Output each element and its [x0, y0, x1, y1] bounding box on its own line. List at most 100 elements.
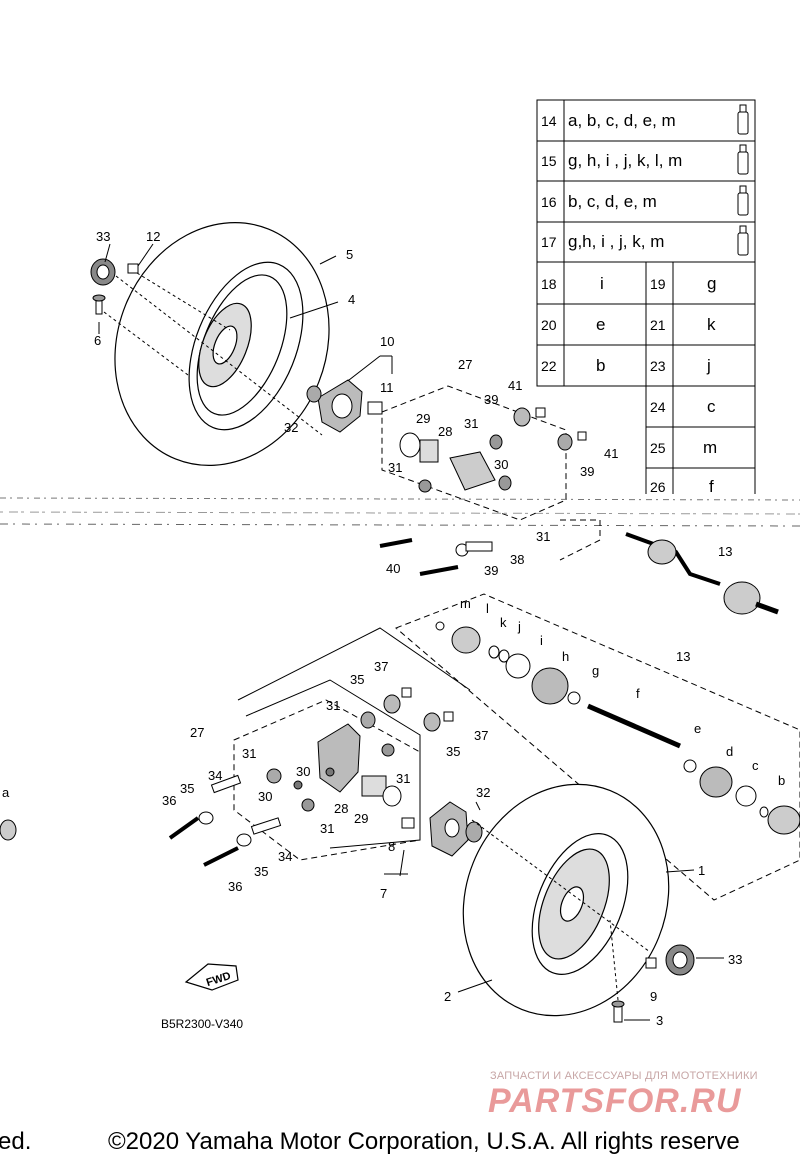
bottom-leader-lines: [384, 801, 724, 1021]
callout: 27: [458, 357, 472, 372]
bottom-hub: [401, 801, 483, 857]
callout: 29: [416, 411, 430, 426]
callout: 35: [446, 744, 460, 759]
footer-fragment: ed.: [0, 1128, 32, 1155]
callout: 39: [580, 464, 594, 479]
callout: 36: [228, 879, 242, 894]
legend-num: 14: [541, 113, 557, 129]
callout: 37: [374, 659, 388, 674]
callout: l: [486, 601, 489, 616]
callout: h: [562, 649, 569, 664]
callout: g: [592, 663, 599, 678]
callout: 31: [326, 698, 340, 713]
callout: 33: [728, 952, 742, 967]
legend-parts: g,h, i , j, k, m: [568, 232, 664, 251]
callout: e: [694, 721, 701, 736]
callout: 11: [380, 380, 394, 395]
callout: 36: [162, 793, 176, 808]
callout: f: [636, 686, 640, 701]
legend-val: k: [707, 315, 716, 334]
top-drive-shaft: [625, 532, 779, 615]
callout: 35: [254, 864, 268, 879]
callout: 31: [464, 416, 478, 431]
legend-num: 24: [650, 399, 666, 415]
top-a-arm-box: [381, 385, 601, 561]
callout: 8: [388, 839, 395, 854]
callout: 1: [698, 863, 705, 878]
callout: j: [517, 619, 521, 634]
top-knuckle-hub: [306, 379, 383, 433]
watermark-logo: PARTSFOR.RU: [488, 1082, 742, 1120]
callout: 35: [180, 781, 194, 796]
legend-val: i: [600, 274, 604, 293]
callout: 35: [350, 672, 364, 687]
legend-parts: b, c, d, e, m: [568, 192, 657, 211]
callout: a: [2, 785, 10, 800]
legend-parts: g, h, i , j, k, l, m: [568, 151, 682, 170]
callout: 2: [444, 989, 451, 1004]
legend-val: f: [709, 477, 714, 496]
callout: 33: [96, 229, 110, 244]
callout: 31: [536, 529, 550, 544]
callout: 31: [396, 771, 410, 786]
diagram-code: B5R2300-V340: [161, 1017, 244, 1031]
bottom-drive-shaft-parts: [0, 621, 800, 841]
callout: 30: [494, 457, 508, 472]
legend-num: 26: [650, 479, 666, 495]
callout: 39: [484, 563, 498, 578]
legend-val: c: [707, 397, 716, 416]
callout: b: [778, 773, 785, 788]
callout: 29: [354, 811, 368, 826]
legend-wide-rows: 14 a, b, c, d, e, m 15 g, h, i , j, k, l…: [541, 111, 682, 251]
watermark-tagline: ЗАПЧАСТИ И АКСЕССУАРЫ ДЛЯ МОТОТЕХНИКИ: [490, 1070, 758, 1082]
callout: 28: [438, 424, 452, 439]
legend-num: 19: [650, 276, 666, 292]
legend-num: 21: [650, 317, 666, 333]
legend-num: 20: [541, 317, 557, 333]
callout-labels: 33 12 5 4 6 10 11 32 27 41 39 29 28 31 3…: [2, 229, 785, 1028]
callout: m: [460, 596, 471, 611]
callout: 40: [386, 561, 400, 576]
callout: 27: [190, 725, 204, 740]
top-a-arm-parts: [399, 407, 587, 493]
grease-tube-icon: [737, 104, 749, 256]
legend-table: [536, 99, 756, 500]
bottom-hub-cap: [611, 944, 695, 1023]
legend-num: 22: [541, 358, 557, 374]
callout: 41: [604, 446, 618, 461]
legend-val: b: [596, 356, 605, 375]
bottom-a-arm-outline: [233, 627, 471, 861]
legend-num: 15: [541, 153, 557, 169]
top-hub-cap: [90, 258, 139, 315]
callout: 5: [346, 247, 353, 262]
callout: 34: [278, 849, 292, 864]
callout: 37: [474, 728, 488, 743]
legend-val: g: [707, 274, 716, 293]
callout: 39: [484, 392, 498, 407]
callout: d: [726, 744, 733, 759]
callout: 38: [510, 552, 524, 567]
callout: 4: [348, 292, 355, 307]
callout: 30: [258, 789, 272, 804]
top-tire: [114, 222, 330, 466]
callout: 12: [146, 229, 160, 244]
copyright-footer: ed. ©2020 Yamaha Motor Corporation, U.S.…: [0, 1128, 800, 1162]
callout: 7: [380, 886, 387, 901]
callout: 10: [380, 334, 394, 349]
callout: 32: [476, 785, 490, 800]
callout: c: [752, 758, 759, 773]
top-bolts: [379, 538, 493, 576]
legend-num: 25: [650, 440, 666, 456]
callout: k: [500, 615, 507, 630]
bottom-a-arm-parts: [266, 687, 454, 812]
legend-val: m: [703, 438, 717, 457]
callout: 41: [508, 378, 522, 393]
copyright-text: ©2020 Yamaha Motor Corporation, U.S.A. A…: [108, 1128, 740, 1155]
bottom-tire: [462, 783, 670, 1017]
legend-pair-rows: 18 i 19 g 20 e 21 k 22 b 23 j: [541, 274, 716, 375]
legend-val: j: [706, 356, 711, 375]
legend-tail-rows: 24 c 25 m 26 f: [650, 397, 717, 496]
callout: 34: [208, 768, 222, 783]
callout: 30: [296, 764, 310, 779]
